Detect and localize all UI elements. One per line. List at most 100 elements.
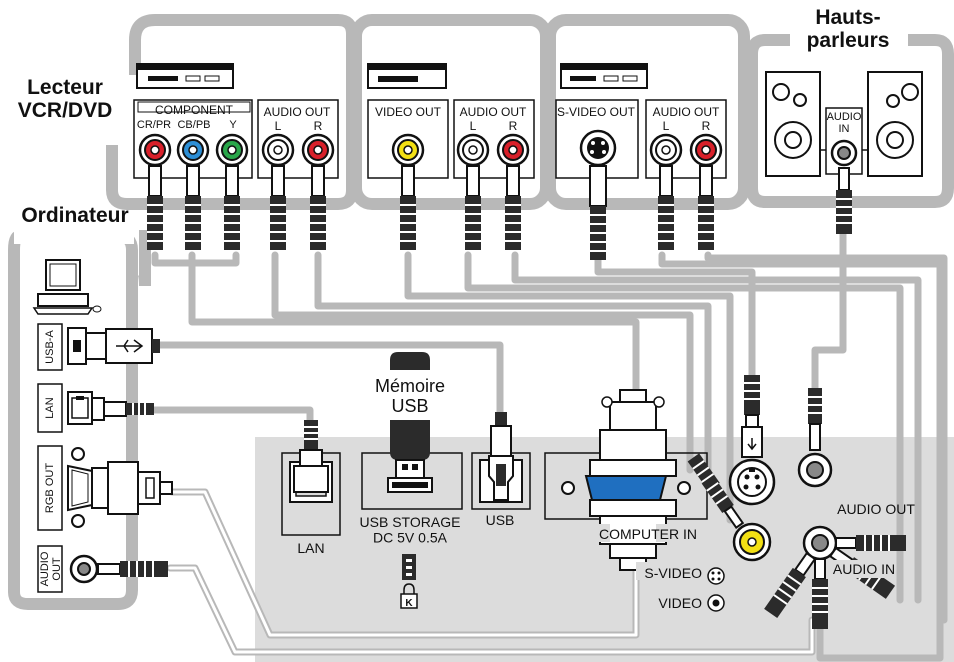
audio-out-3-r: R (702, 119, 711, 133)
projector-lan-plug (293, 420, 329, 493)
audio-out-1-r-socket[interactable] (301, 133, 335, 167)
component-label: COMPONENT (155, 103, 234, 117)
rca-sockets (138, 133, 723, 167)
audio-out-2-l-socket[interactable] (456, 133, 490, 167)
audio-out-1-label: AUDIO OUT (264, 105, 331, 119)
cable-speakers (811, 226, 847, 399)
rca-plug-2 (185, 165, 201, 250)
audio-out-2-r-socket[interactable] (496, 133, 530, 167)
usb-storage-port[interactable] (387, 477, 433, 493)
cable-audio-out-1 (271, 251, 694, 474)
computer-audio-out-socket[interactable] (69, 554, 99, 584)
s-video-out-label: S-VIDEO OUT (557, 105, 636, 119)
video-out-socket[interactable] (391, 133, 425, 167)
cable-component (188, 251, 640, 404)
audio-out-2-l: L (470, 119, 477, 133)
speaker-left-icon (765, 71, 821, 177)
computer-audio-plug (97, 561, 168, 577)
rca-plug-5 (310, 165, 326, 250)
computer-lan-label: LAN (44, 397, 56, 418)
audio-out-2-label: AUDIO OUT (460, 105, 527, 119)
audio-out-3-label: AUDIO OUT (653, 105, 720, 119)
audio-in-plug-diag-left (764, 551, 817, 619)
y-label: Y (229, 119, 237, 131)
cable-lan (148, 406, 314, 429)
computer-icon (32, 259, 102, 315)
s-video-out-socket (579, 129, 617, 167)
projector-audio-out-plug (808, 388, 822, 451)
cable-audio-out-1-r (314, 251, 712, 474)
rca-plug-3 (224, 165, 240, 250)
usb-a-plug (85, 328, 160, 364)
projector-video-port[interactable] (732, 522, 772, 562)
audio-out-1-r: R (314, 119, 323, 133)
lan-plug (91, 397, 154, 421)
audio-out-3-l: L (663, 119, 670, 133)
speaker-audio-in-socket (830, 139, 858, 167)
vcr-device-icon-2 (367, 63, 447, 89)
computer-usb-a-label: USB-A (44, 330, 56, 364)
lan-socket[interactable] (67, 391, 93, 425)
usb-a-socket[interactable] (67, 327, 87, 365)
usb-icon (116, 339, 144, 353)
computer-audio-out-label: AUDIOOUT (39, 551, 63, 586)
projector-s-video-plug (741, 375, 763, 458)
rca-plug-1 (147, 165, 163, 250)
video-symbol-icon (707, 594, 725, 612)
s-video-label: S-VIDEO (644, 565, 702, 581)
rca-plug-9 (589, 165, 607, 260)
cable-video-out (404, 251, 734, 524)
computer-in-label: COMPUTER IN (599, 526, 697, 542)
cable-audio-out-3-l (658, 251, 944, 662)
y-socket[interactable] (215, 133, 249, 167)
projector-s-video-port[interactable] (728, 458, 776, 506)
projector-usb-label: USB (486, 512, 515, 528)
rca-plug-10 (658, 165, 674, 250)
audio-out-2-r: R (509, 119, 518, 133)
angled-plug-2 (701, 475, 745, 530)
rca-plug-11 (698, 165, 714, 250)
video-out-label: VIDEO OUT (375, 105, 442, 119)
audio-in-plug-down (812, 558, 828, 629)
cable-audio-out-3-r (704, 251, 948, 624)
rca-plugs (147, 165, 714, 260)
audio-out-3-l-socket[interactable] (649, 133, 683, 167)
cb-pb-label: CB/PB (177, 119, 210, 131)
vga-plug-top (589, 389, 677, 477)
rca-plug-8 (505, 165, 521, 250)
projector-audio-out-port[interactable] (797, 452, 833, 488)
cable-usb-a (156, 341, 504, 419)
cr-pr-socket[interactable] (138, 133, 172, 167)
computer-label: Ordinateur (21, 204, 128, 227)
audio-out-3-r-socket[interactable] (689, 133, 723, 167)
cb-pb-socket[interactable] (176, 133, 210, 167)
svg-text:K: K (405, 598, 413, 609)
rca-plug-7 (465, 165, 481, 250)
audio-out-label: AUDIO OUT (837, 501, 915, 517)
rgb-out-plug (91, 461, 173, 515)
video-label: VIDEO (658, 595, 702, 611)
cables (148, 226, 948, 662)
rca-plug-4 (270, 165, 286, 250)
cr-pr-label: CR/PR (137, 119, 171, 131)
speaker-right-icon (867, 71, 923, 177)
s-video-symbol-icon (707, 567, 725, 585)
speaker-plug (836, 167, 852, 234)
audio-in-label: AUDIO IN (833, 561, 895, 577)
vga-plug-bottom (589, 499, 677, 571)
audio-out-1-l-socket[interactable] (261, 133, 295, 167)
vcr-device-icon (136, 63, 234, 89)
vcr-device-icon-3 (560, 63, 648, 89)
rgb-out-socket[interactable] (67, 447, 93, 528)
kensington-lock-icon: K (400, 554, 418, 609)
audio-in-plug-right (835, 535, 906, 551)
projector-usb-plug (488, 412, 514, 501)
speakers-label: Hauts-parleurs (807, 6, 890, 52)
cable-audio-out-2-l (464, 251, 904, 604)
